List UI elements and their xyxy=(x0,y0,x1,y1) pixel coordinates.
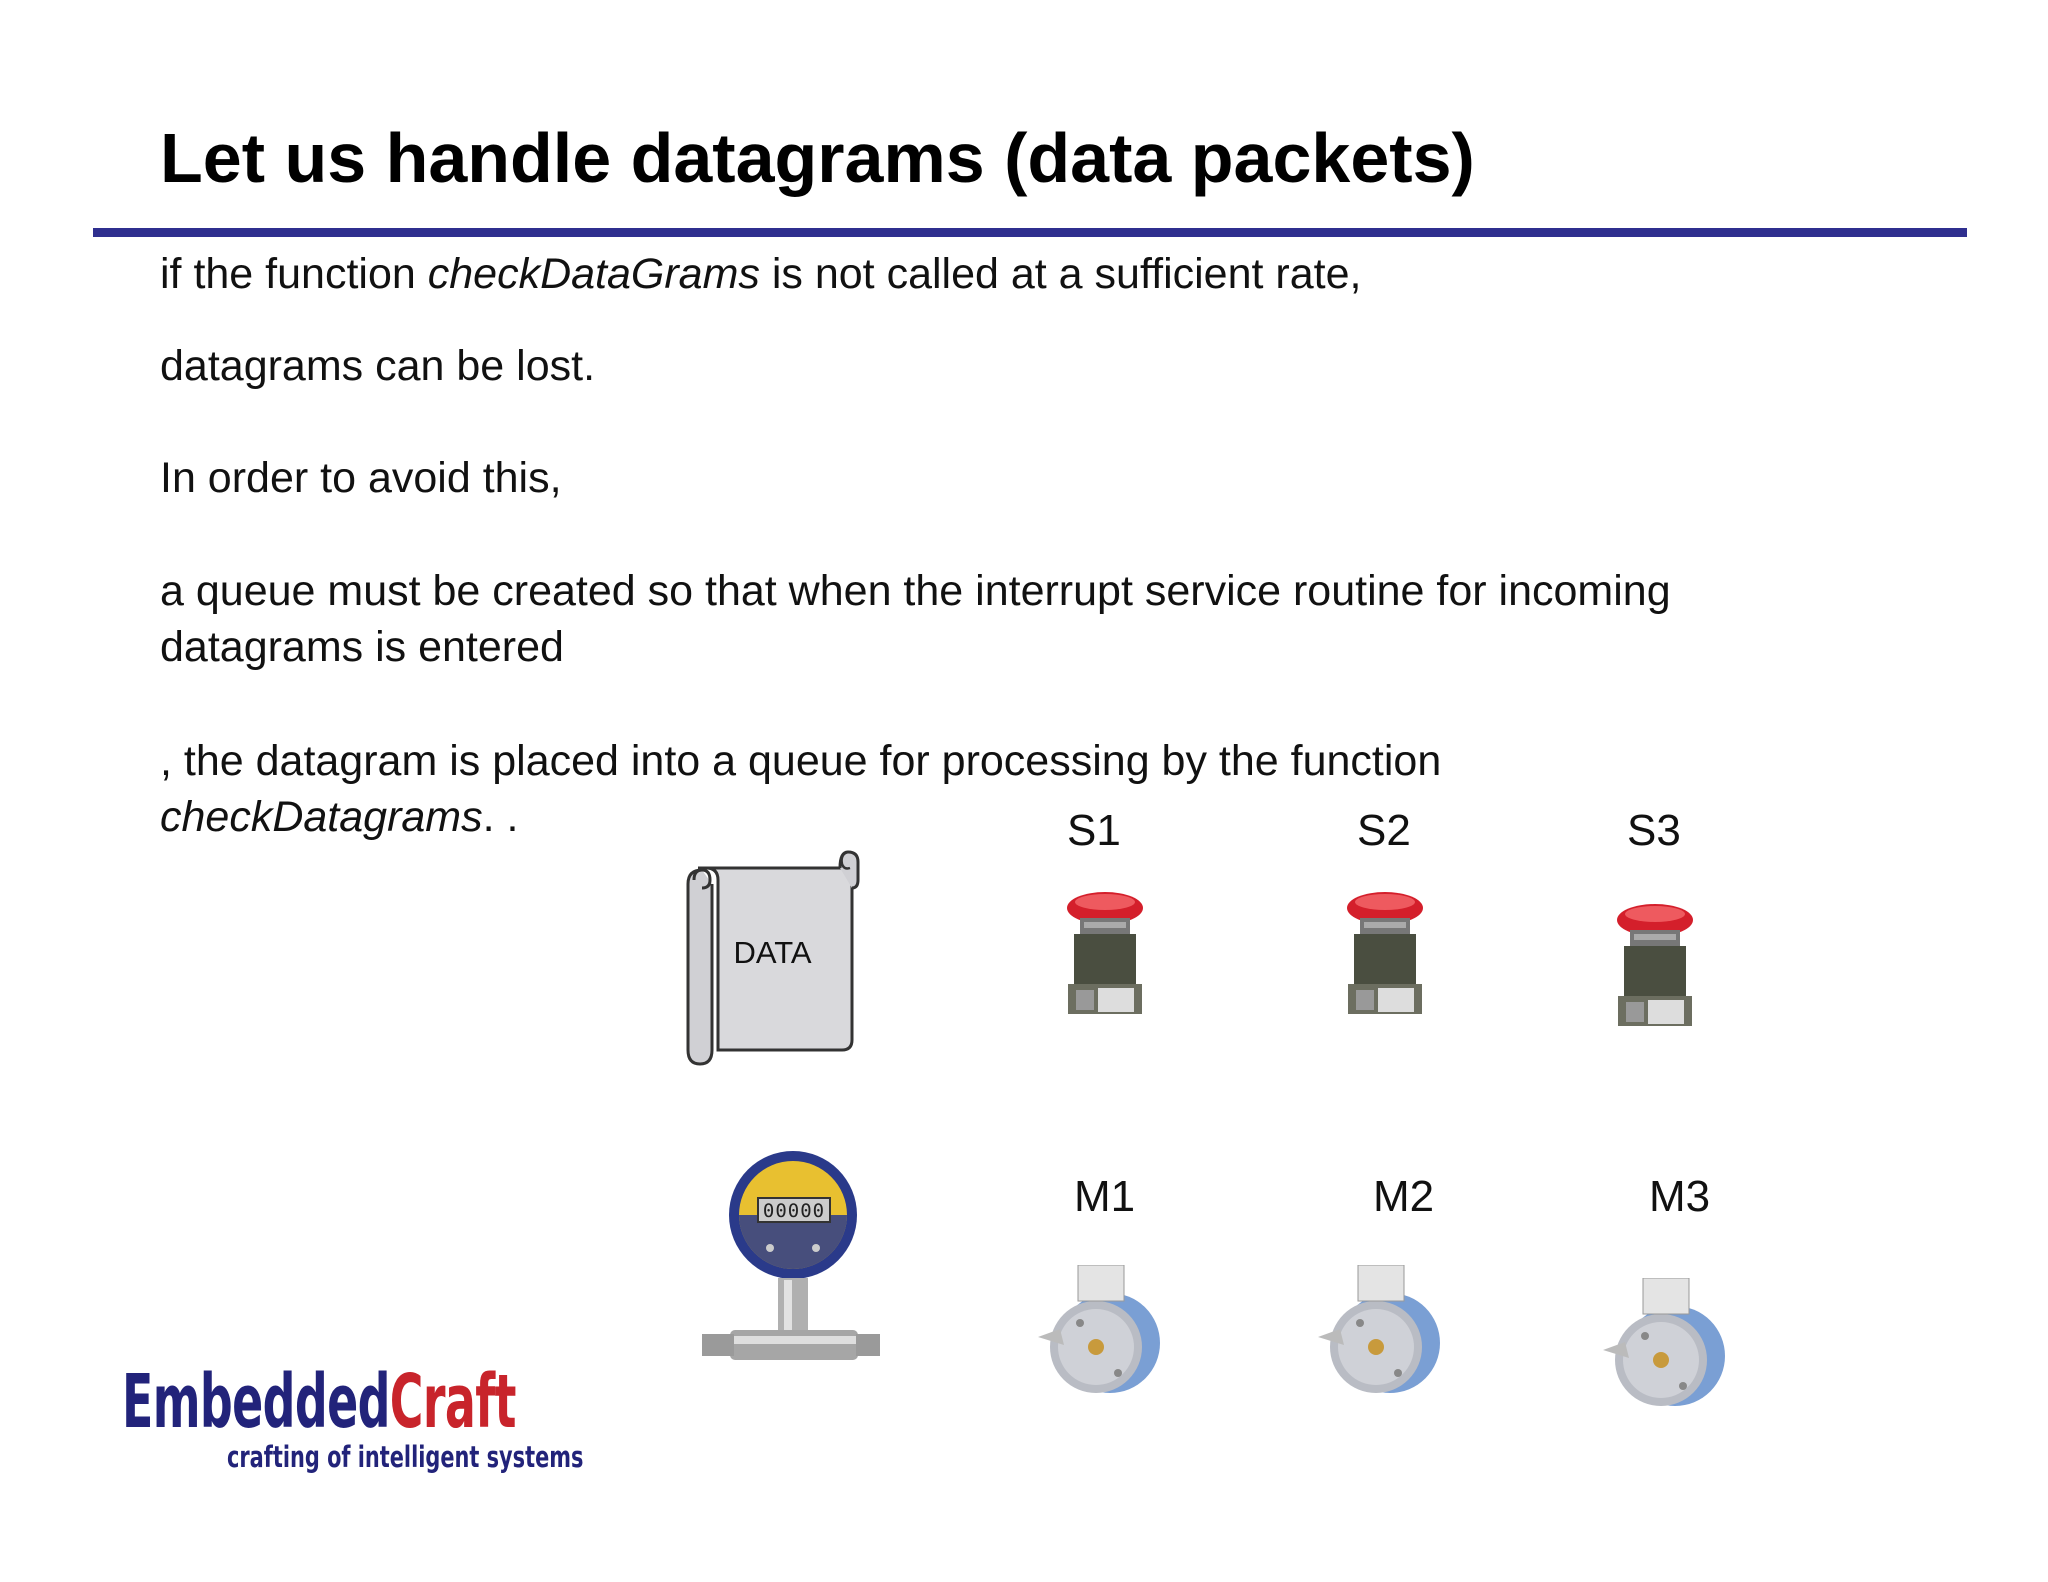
logo-wordmark: EmbeddedCraft xyxy=(122,1360,516,1444)
paragraph-4: a queue must be created so that when the… xyxy=(160,563,1671,675)
logo-brand-part2: Craft xyxy=(389,1359,517,1445)
switch-label-s3: S3 xyxy=(1627,806,1681,855)
motor-label-m3: M3 xyxy=(1649,1172,1711,1221)
paragraph-5-line-1: , the datagram is placed into a queue fo… xyxy=(160,737,1442,785)
slide-title: Let us handle datagrams (data packets) xyxy=(160,119,1475,197)
stepper-motor-icon xyxy=(1038,1265,1160,1393)
logo-brand-part1: Embedded xyxy=(122,1359,390,1445)
paragraph-1-text-b: is not called at a sufficient rate, xyxy=(759,250,1362,298)
paragraph-5: , the datagram is placed into a queue fo… xyxy=(160,733,1441,845)
logo-tagline: crafting of intelligent systems xyxy=(227,1440,584,1474)
gauge-readout: 00000 xyxy=(762,1200,826,1222)
paragraph-5-line-2: checkDatagrams. . xyxy=(160,789,1441,845)
paragraph-4-line-2: datagrams is entered xyxy=(160,623,564,671)
pressure-gauge: 00000 xyxy=(680,1150,882,1390)
paragraph-1-text-a: if the function xyxy=(160,250,428,298)
pressure-gauge-icon xyxy=(702,1151,882,1360)
paragraph-1: if the function checkDataGrams is not ca… xyxy=(160,246,1361,302)
embeddedcraft-logo: EmbeddedCraft crafting of intelligent sy… xyxy=(122,1360,583,1480)
scroll-icon xyxy=(686,850,860,1066)
switch-label-s2: S2 xyxy=(1357,806,1411,855)
motor-label-m2: M2 xyxy=(1373,1172,1435,1221)
function-name-check-datagrams-2: checkDatagrams xyxy=(160,793,483,841)
emergency-stop-button-icon xyxy=(1347,892,1423,1014)
emergency-stop-button-icon xyxy=(1067,892,1143,1014)
paragraph-4-line-1: a queue must be created so that when the… xyxy=(160,567,1671,615)
stepper-motor-icon xyxy=(1603,1278,1725,1406)
motor-label-m1: M1 xyxy=(1074,1172,1136,1221)
emergency-stop-button-icon xyxy=(1617,904,1693,1026)
function-name-check-datagrams: checkDataGrams xyxy=(427,250,760,298)
scroll-label: DATA xyxy=(733,935,812,970)
switch-label-s1: S1 xyxy=(1067,806,1121,855)
paragraph-3: In order to avoid this, xyxy=(160,454,562,502)
paragraph-2: datagrams can be lost. xyxy=(160,342,596,390)
title-divider xyxy=(93,228,1967,237)
paragraph-5-trailing: . . xyxy=(482,793,519,841)
data-scroll: DATA xyxy=(680,840,870,1070)
stepper-motor-icon xyxy=(1318,1265,1440,1393)
